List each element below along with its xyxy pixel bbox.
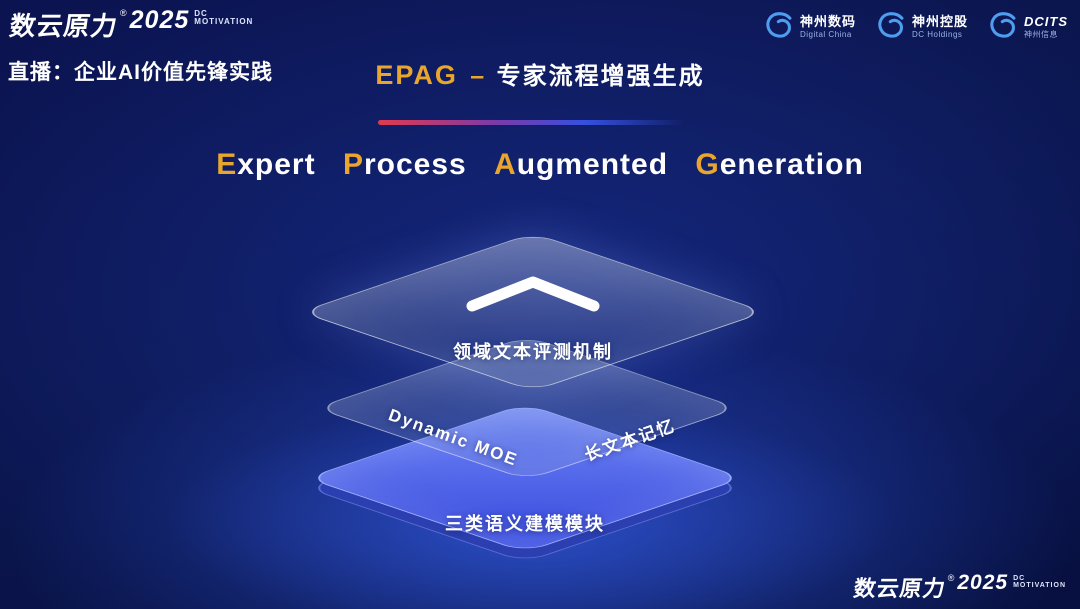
- partner-name: 神州数码: [799, 14, 856, 30]
- headline-word: Process: [343, 148, 467, 181]
- headline-word-cap: G: [695, 148, 720, 181]
- partner-logo-dcits: DCITS 神州信息: [988, 10, 1068, 45]
- headline-word: Generation: [695, 148, 863, 181]
- live-topic-label: 直播：企业AI价值先锋实践: [8, 61, 273, 84]
- slide-title-separator: –: [470, 62, 485, 90]
- title-divider-line: [378, 120, 683, 125]
- headline-word-rest: eneration: [719, 148, 864, 181]
- brand-year: 2025: [129, 6, 190, 34]
- slide-title-abbr: EPAG: [375, 60, 458, 90]
- partner-name: 神州控股: [911, 14, 968, 30]
- partner-subtitle: DC Holdings: [911, 30, 963, 40]
- headline-word-cap: E: [216, 148, 238, 181]
- partner-text: DCITS 神州信息: [1024, 14, 1068, 40]
- headline-word: Augmented: [494, 148, 668, 181]
- partner-text: 神州数码 Digital China: [799, 14, 856, 40]
- footer-brand-logo: 数云原力 ® 2025 DC MOTIVATION: [851, 571, 1066, 603]
- chevron-up-icon: [458, 272, 608, 321]
- brand-tagline-top: DC: [194, 9, 208, 18]
- footer-brand-registered-mark: ®: [947, 573, 955, 583]
- partner-logos: 神州数码 Digital China 神州控股 DC Holdings DCIT…: [764, 10, 1068, 45]
- partner-logo-digital-china: 神州数码 Digital China: [764, 10, 856, 45]
- layer-bottom-label: 三类语义建模模块: [445, 514, 605, 534]
- footer-brand-year: 2025: [957, 571, 1009, 594]
- headline-word-cap: A: [494, 148, 517, 181]
- partner-name: DCITS: [1024, 14, 1068, 30]
- footer-brand-tagline: DC MOTIVATION: [1013, 575, 1066, 590]
- brand-tagline-bottom: MOTIVATION: [194, 17, 254, 27]
- partner-text: 神州控股 DC Holdings: [911, 14, 968, 40]
- headline-word-rest: rocess: [363, 148, 467, 181]
- brand-logo: 数云原力 ® 2025 DC MOTIVATION: [7, 6, 254, 43]
- partner-subtitle: 神州信息: [1024, 30, 1058, 40]
- partner-subtitle: Digital China: [799, 30, 852, 40]
- headline: Expert Process Augmented Generation: [0, 148, 1080, 182]
- brand-name: 数云原力: [7, 11, 120, 41]
- dcits-logo-icon: [988, 10, 1018, 45]
- headline-word-cap: P: [342, 148, 364, 181]
- footer-brand-tagline-top: DC: [1013, 575, 1026, 582]
- digital-china-logo-icon: [764, 10, 794, 45]
- layer-top-label: 领域文本评测机制: [453, 342, 613, 362]
- brand-registered-mark: ®: [120, 8, 127, 18]
- headline-word-rest: xpert: [237, 148, 316, 181]
- partner-logo-dc-holdings: 神州控股 DC Holdings: [876, 10, 968, 45]
- headline-word: Expert: [216, 148, 315, 181]
- brand-tagline: DC MOTIVATION: [194, 9, 254, 27]
- dc-holdings-logo-icon: [876, 10, 906, 45]
- footer-brand-tagline-bottom: MOTIVATION: [1013, 582, 1066, 590]
- slide-title-chinese: 专家流程增强生成: [496, 63, 705, 90]
- headline-word-rest: ugmented: [516, 148, 669, 181]
- footer-brand-name: 数云原力: [851, 576, 948, 601]
